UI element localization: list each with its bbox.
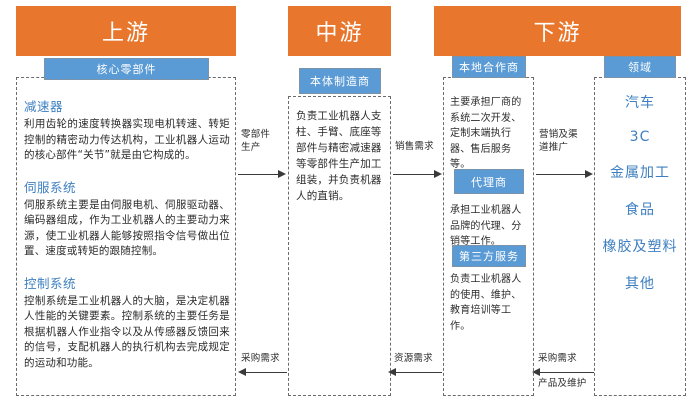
arrow-line <box>396 372 442 373</box>
field-list: 汽车 3C 金属加工 食品 橡胶及塑料 其他 <box>594 92 686 293</box>
chip-third-party-service[interactable]: 第三方服务 <box>452 245 526 267</box>
upstream-content: 减速器 利用齿轮的速度转换器实现电机转速、转矩控制的精密动力传达机构，工业机器人… <box>24 96 230 384</box>
arrow-line <box>540 372 594 373</box>
upstream-section-reducer-body: 利用齿轮的速度转换器实现电机转速、转矩控制的精密动力传达机构，工业机器人运动的核… <box>24 118 230 161</box>
arrow-head-left-icon <box>238 367 246 376</box>
arrow-head-right-icon <box>585 169 593 178</box>
band-upstream-label: 上游 <box>101 21 150 46</box>
arrow-downstream-to-midstream: 资源需求 <box>388 352 443 392</box>
band-downstream: 下游 <box>434 6 681 56</box>
upstream-section-control: 控制系统 控制系统是工业机器人的大脑，是决定机器人性能的关键要素。控制系统的主要… <box>24 273 230 372</box>
chip-field[interactable]: 领域 <box>604 56 676 78</box>
arrow-field-to-downstream: 采购需求 产品及维护 <box>532 352 594 398</box>
arrow-field-to-downstream-label-top: 采购需求 <box>538 353 577 364</box>
arrow-downstream-to-midstream-label: 资源需求 <box>394 353 433 364</box>
arrow-midstream-to-downstream-label: 销售需求 <box>395 141 434 152</box>
arrow-midstream-to-upstream-label: 采购需求 <box>241 353 280 364</box>
band-downstream-label: 下游 <box>533 21 582 46</box>
upstream-section-servo: 伺服系统 伺服系统主要是由伺服电机、伺服驱动器、编码器组成，作为工业机器人的主要… <box>24 177 230 260</box>
field-item-rubber-plastic: 橡胶及塑料 <box>602 239 678 255</box>
arrow-line <box>246 372 287 373</box>
arrow-head-left-icon <box>388 367 396 376</box>
arrow-head-right-icon <box>278 169 286 178</box>
upstream-section-servo-title: 伺服系统 <box>24 179 77 195</box>
field-item-metalworking: 金属加工 <box>610 165 670 181</box>
chip-agent-label: 代理商 <box>471 175 507 189</box>
chip-agent[interactable]: 代理商 <box>454 169 524 194</box>
field-item-automobile: 汽车 <box>625 95 655 111</box>
arrow-head-left-icon <box>532 367 540 376</box>
downstream-paragraph-third-party: 负责工业机器人的使用、维护、教育培训等工作。 <box>450 274 522 332</box>
field-item-other: 其他 <box>625 276 655 292</box>
chip-body-maker-label: 本体制造商 <box>310 75 370 88</box>
upstream-section-control-body: 控制系统是工业机器人的大脑，是决定机器人性能的关键要素。控制系统的主要任务是根据… <box>24 294 230 369</box>
arrow-midstream-to-downstream: 销售需求 <box>393 140 443 195</box>
arrow-upstream-to-midstream: 零部件 生产 <box>238 128 286 190</box>
band-midstream-label: 中游 <box>315 21 364 46</box>
downstream-paragraph-local-partner: 主要承担厂商的系统二次开发、定制末端执行器、售后服务等。 <box>450 97 522 170</box>
upstream-section-servo-body: 伺服系统主要是由伺服电机、伺服驱动器、编码器组成，作为工业机器人的主要动力来源，… <box>24 198 230 258</box>
band-upstream: 上游 <box>16 6 236 56</box>
arrow-line <box>536 174 586 175</box>
downstream-paragraph-agent: 承担工业机器人品牌的代理、分销等工作。 <box>450 205 522 247</box>
field-item-3c: 3C <box>629 129 651 145</box>
midstream-body-text: 负责工业机器人支柱、手臂、底座等部件与精密减速器等零部件生产加工组装，并负责机器… <box>296 110 382 202</box>
arrow-line <box>238 174 279 175</box>
chip-body-maker[interactable]: 本体制造商 <box>299 68 381 94</box>
arrow-line <box>393 174 435 175</box>
arrow-field-to-downstream-label-bottom: 产品及维护 <box>538 378 587 389</box>
chip-local-partner-label: 本地合作商 <box>459 61 519 74</box>
field-item-food: 食品 <box>625 202 655 218</box>
arrow-upstream-to-midstream-label: 零部件 生产 <box>241 129 271 153</box>
band-midstream: 中游 <box>288 6 391 56</box>
chip-third-party-service-label: 第三方服务 <box>459 250 519 263</box>
chip-core-parts[interactable]: 核心零部件 <box>44 58 209 80</box>
arrow-downstream-to-field: 营销及渠 道推广 <box>536 128 594 190</box>
upstream-section-reducer-title: 减速器 <box>24 99 64 114</box>
midstream-container <box>288 96 391 396</box>
arrow-midstream-to-upstream: 采购需求 <box>238 352 287 392</box>
chip-local-partner[interactable]: 本地合作商 <box>452 56 526 78</box>
upstream-section-control-title: 控制系统 <box>24 275 77 291</box>
chip-core-parts-label: 核心零部件 <box>96 63 157 76</box>
arrow-head-right-icon <box>434 169 442 178</box>
upstream-section-reducer: 减速器 利用齿轮的速度转换器实现电机转速、转矩控制的精密动力传达机构，工业机器人… <box>24 96 230 164</box>
arrow-downstream-to-field-label: 营销及渠 道推广 <box>539 129 578 153</box>
chip-field-label: 领域 <box>628 61 652 74</box>
